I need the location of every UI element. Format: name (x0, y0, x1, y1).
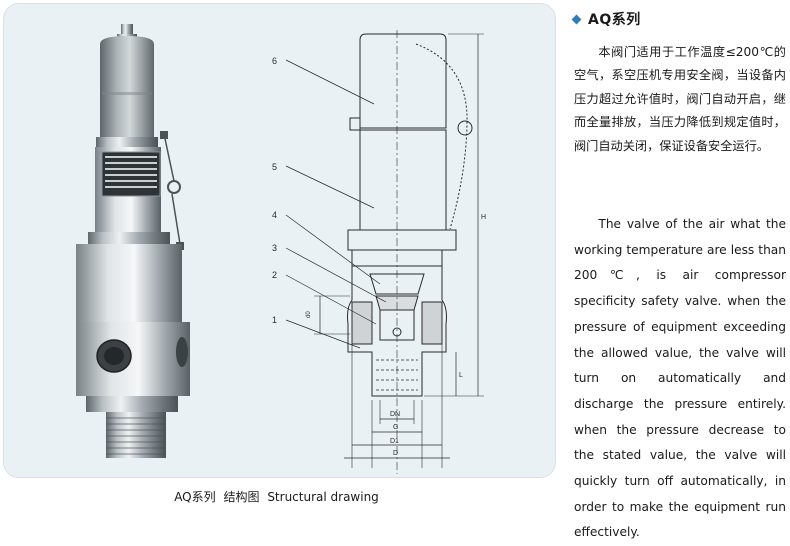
structural-drawing: 6 5 4 3 2 1 H L d0 DN G D1 D (272, 30, 486, 474)
part-label-2: 2 (272, 270, 277, 280)
drawing-body (347, 250, 447, 397)
drawing-cap (359, 33, 447, 129)
dim-label-d1: D1 (390, 438, 399, 445)
seal-wire (415, 43, 468, 230)
series-title: AQ系列 (588, 12, 641, 28)
dim-label-d0: d0 (306, 311, 312, 318)
caption-en: Structural drawing (267, 490, 379, 504)
figure-panel: 6 5 4 3 2 1 H L d0 DN G D1 D (3, 3, 556, 478)
dim-label-g: G (393, 424, 398, 431)
valve-body (76, 244, 182, 322)
dim-label-h: H (481, 214, 486, 221)
diamond-bullet-icon (571, 14, 582, 24)
section-header: AQ系列 (571, 9, 641, 29)
valve-cap (100, 36, 154, 139)
part-label-3: 3 (272, 243, 277, 253)
threaded-inlet (106, 412, 166, 458)
drawing-bonnet (359, 129, 447, 231)
outlet-port-side (176, 337, 188, 367)
description-chinese: 本阀门适用于工作温度≤200℃的空气，系空压机专用安全阀，当设备内压力超过允许值… (574, 45, 786, 153)
part-label-5: 5 (272, 162, 277, 172)
part-label-4: 4 (272, 210, 277, 220)
description-english: The valve of the air what the working te… (574, 217, 786, 540)
dim-label-d: D (393, 450, 398, 457)
dim-label-dn: DN (390, 411, 400, 418)
figure-caption: AQ系列 结构图 Structural drawing (0, 488, 553, 505)
valve-photo (76, 24, 190, 458)
part-label-1: 1 (272, 315, 277, 325)
caption-series: AQ系列 (174, 490, 216, 504)
caption-cn: 结构图 (223, 490, 260, 504)
part-label-6: 6 (272, 56, 277, 66)
dim-label-l: L (459, 372, 463, 379)
